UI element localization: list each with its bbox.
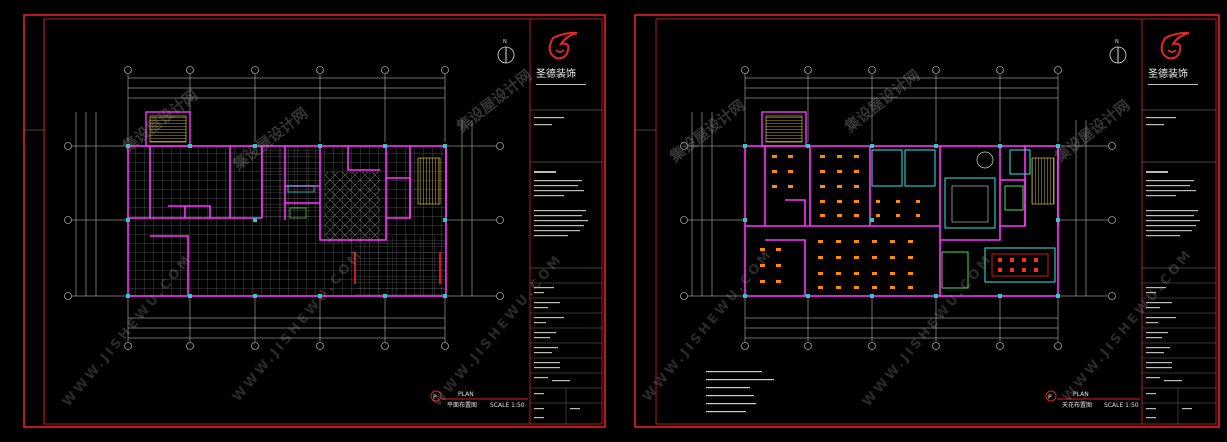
plan-scale: SCALE 1:50 xyxy=(490,402,525,409)
dimension-lines-bottom xyxy=(128,317,445,339)
stair-right xyxy=(1031,157,1055,205)
ceiling-lights xyxy=(760,155,920,289)
sheet-1: 圣德装饰 N xyxy=(23,14,606,428)
north-arrow-icon: N xyxy=(497,39,515,64)
dimension-lines-left xyxy=(75,112,97,296)
north-arrow-icon: N xyxy=(1109,39,1127,64)
dimension-lines-right xyxy=(461,120,473,296)
sheet-2-outer-frame xyxy=(634,14,1220,428)
company-name: 圣德装饰 xyxy=(536,67,576,80)
plan-title: 天花布置图 xyxy=(1062,401,1092,409)
company-logo-icon xyxy=(548,31,578,60)
sheet-2-title-block: 圣德装饰 xyxy=(1141,19,1216,424)
ceiling-legend xyxy=(706,371,774,413)
stair-right xyxy=(417,157,441,205)
floor-plan xyxy=(126,111,447,298)
ceiling-plan xyxy=(743,111,1060,298)
svg-text:P: P xyxy=(1048,394,1052,401)
company-name: 圣德装饰 xyxy=(1148,67,1188,80)
sheet-1-outer-frame xyxy=(23,14,606,428)
stair-top xyxy=(765,115,803,143)
sheet-2: 圣德装饰 N xyxy=(634,14,1220,428)
dimension-lines-top xyxy=(128,77,445,99)
stair-top xyxy=(149,115,187,143)
plan-label: PLAN xyxy=(458,391,474,398)
plan-label: PLAN xyxy=(1073,391,1089,398)
plan-title-sheet-2: P PLAN 天花布置图 SCALE 1:50 xyxy=(1045,390,1140,409)
sheet-1-title-block: 圣德装饰 xyxy=(529,19,602,424)
sheet-2-inner-frame xyxy=(655,18,1217,425)
plan-title-sheet-1: P PLAN 平面布置图 SCALE 1:50 xyxy=(430,390,528,409)
svg-text:P: P xyxy=(433,394,437,401)
svg-text:N: N xyxy=(503,39,507,45)
axis-bubbles-sheet-1 xyxy=(64,66,504,350)
plan-title: 平面布置图 xyxy=(447,401,477,409)
axis-bubbles-sheet-2 xyxy=(680,66,1116,350)
company-logo-icon xyxy=(1160,31,1190,60)
plan-scale: SCALE 1:50 xyxy=(1104,402,1139,409)
svg-text:N: N xyxy=(1115,39,1119,45)
